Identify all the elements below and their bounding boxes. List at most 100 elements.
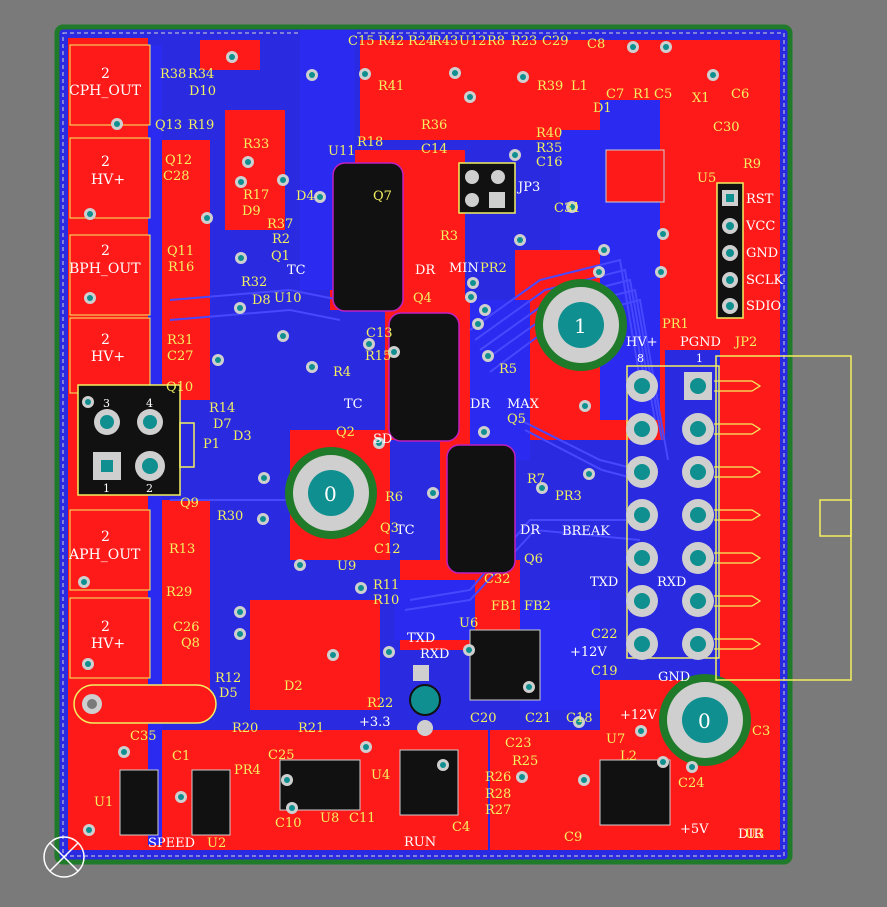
via-hole: [204, 215, 210, 221]
via-hole: [467, 94, 473, 100]
refdes-c5: C5: [654, 87, 673, 102]
hv1-name: HV+: [91, 172, 126, 188]
refdes-c20: C20: [470, 711, 497, 726]
mount-1-label: 1: [574, 314, 587, 338]
refdes-pr2: PR2: [480, 261, 507, 276]
refdes-c32: C32: [484, 572, 511, 587]
via-hole: [309, 364, 315, 370]
refdes-u1: U1: [94, 795, 114, 810]
net-max: MAX: [507, 397, 539, 412]
refdes-u5: U5: [697, 171, 717, 186]
via-hole: [539, 485, 545, 491]
refdes-r23: R23: [511, 34, 538, 49]
refdes-c23: C23: [505, 736, 532, 751]
programming-header: [716, 182, 744, 319]
refdes-c19: C19: [591, 664, 618, 679]
refdes-l1: L1: [571, 79, 588, 94]
net-speed: SPEED: [148, 836, 196, 851]
refdes-r1: R1: [633, 87, 652, 102]
mount-0a-label: 0: [324, 482, 337, 506]
refdes-d1: D1: [593, 101, 612, 116]
net-run: RUN: [404, 835, 437, 850]
jp2-rxd-label: RXD: [657, 575, 687, 590]
via-hole: [376, 440, 382, 446]
via-hole: [284, 777, 290, 783]
via-hole: [362, 71, 368, 77]
refdes-c6: C6: [731, 87, 750, 102]
via-hole: [485, 353, 491, 359]
via-hole: [660, 759, 666, 765]
hv2-name: HV+: [91, 349, 126, 365]
via-hole: [81, 579, 87, 585]
refdes-r26: R26: [485, 770, 512, 785]
via-hole: [215, 357, 221, 363]
via-hole: [710, 72, 716, 78]
refdes-u2: U2: [207, 836, 227, 851]
refdes-r4: R4: [333, 365, 352, 380]
via-hole: [468, 294, 474, 300]
refdes-c1: C1: [172, 749, 191, 764]
jp2-pin-lead: [714, 509, 762, 521]
via-hole: [260, 516, 266, 522]
refdes-c3: C3: [752, 724, 771, 739]
via-hole: [638, 728, 644, 734]
refdes-fb2: FB2: [524, 599, 551, 614]
refdes-r10: R10: [373, 593, 400, 608]
via-hole: [475, 321, 481, 327]
via-hole: [586, 471, 592, 477]
via-hole: [481, 429, 487, 435]
p1-pin-1: 1: [103, 482, 110, 495]
via-hole: [366, 341, 372, 347]
refdes-c18: C18: [566, 711, 593, 726]
mounting-holes: [285, 279, 751, 766]
refdes-r7: R7: [527, 472, 546, 487]
via-hole: [576, 719, 582, 725]
refdes-r33: R33: [243, 137, 270, 152]
refdes-r11: R11: [373, 578, 400, 593]
via-hole: [526, 684, 532, 690]
via-hole: [238, 255, 244, 261]
via-hole: [317, 194, 323, 200]
hv1-num: 2: [101, 154, 110, 170]
net-min: MIN: [449, 261, 479, 276]
refdes-r6: R6: [385, 490, 404, 505]
refdes-r36: R36: [421, 118, 448, 133]
net-plus12v-b: +12V: [620, 708, 657, 723]
refdes-r34: R34: [188, 67, 215, 82]
via-hole: [237, 609, 243, 615]
refdes-c12: C12: [374, 542, 401, 557]
refdes-r31: R31: [167, 333, 194, 348]
via-hole: [330, 652, 336, 658]
refdes-r3: R3: [440, 229, 459, 244]
refdes-d3: D3: [233, 429, 252, 444]
refdes-r37: R37: [267, 217, 294, 232]
jp2-pin-hole: [690, 421, 706, 437]
jp2-pin-hole: [690, 378, 706, 394]
via-hole: [363, 744, 369, 750]
net-txd: TXD: [407, 631, 436, 646]
refdes-c31: C31: [554, 201, 581, 216]
refdes-r9: R9: [743, 157, 762, 172]
jp2-pin-hole: [634, 636, 650, 652]
jp2-pin1-label: 1: [696, 352, 703, 365]
via-hole: [289, 805, 295, 811]
jp2-pin-lead: [714, 466, 762, 478]
jp2-pin-hole: [690, 593, 706, 609]
refdes-d5: D5: [219, 686, 238, 701]
refdes-r2: R2: [272, 232, 291, 247]
refdes-dr: DR: [415, 263, 436, 278]
prog-gnd-label: GND: [746, 246, 779, 261]
refdes-d10: D10: [189, 84, 216, 99]
refdes-tc: TC: [287, 263, 306, 278]
vias: [78, 41, 719, 836]
refdes-u9: U9: [337, 559, 357, 574]
refdes-r28: R28: [485, 787, 512, 802]
p1-ref: P1: [203, 437, 221, 452]
refdes-r40: R40: [536, 126, 563, 141]
via-hole: [596, 269, 602, 275]
via-hole: [297, 562, 303, 568]
refdes-r12: R12: [215, 671, 242, 686]
mcu-u5: [605, 149, 665, 203]
refdes-q8: Q8: [181, 636, 200, 651]
refdes-q13: Q13: [155, 118, 183, 133]
